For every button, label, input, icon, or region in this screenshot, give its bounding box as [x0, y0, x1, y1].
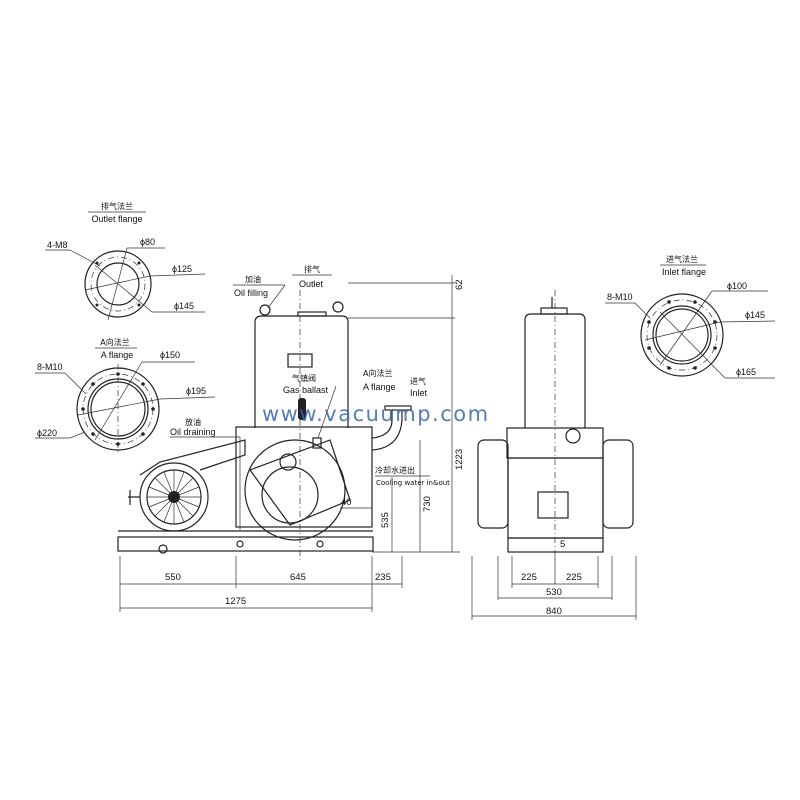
- dim-235: 235: [375, 572, 391, 583]
- dim-645: 645: [290, 572, 306, 583]
- a-flange-title-cn: A向法兰: [100, 337, 129, 347]
- cooling-water-en: Cooling water in&out: [376, 479, 450, 487]
- dim-225-left: 225: [521, 572, 537, 583]
- outlet-flange-bolts: 4-M8: [47, 240, 68, 250]
- watermark: www.vacuump.com: [262, 402, 490, 426]
- outlet-flange-title-cn: 排气法兰: [101, 201, 133, 211]
- gas-ballast-cn: 气镇阀: [292, 373, 316, 383]
- outlet-en: Outlet: [299, 279, 324, 289]
- outlet-flange-d2: ϕ125: [172, 264, 192, 274]
- outlet-flange-view: 排气法兰 Outlet flange 4-M8 ϕ80 ϕ125 ϕ145: [45, 201, 206, 321]
- outlet-flange-title-en: Outlet flange: [91, 214, 142, 224]
- inlet-flange-view: 进气法兰 Inlet flange 8-M10 ϕ100 ϕ145 ϕ165: [605, 254, 776, 379]
- a-flange-d2: ϕ195: [186, 386, 206, 396]
- outlet-flange-d3: ϕ145: [174, 301, 194, 311]
- a-flange-d1: ϕ150: [160, 350, 180, 360]
- dim-530: 530: [546, 587, 562, 598]
- dim-40: 40: [341, 497, 352, 508]
- dim-535: 535: [380, 512, 391, 528]
- cooling-water-cn: 冷却水进出: [375, 465, 415, 475]
- dim-5: 5: [560, 539, 565, 550]
- a-flange-view: A向法兰 A flange 8-M10 ϕ150 ϕ195 ϕ220: [35, 337, 216, 455]
- inlet-flange-title-en: Inlet flange: [662, 267, 706, 277]
- outlet-cn: 排气: [304, 264, 320, 274]
- dim-840: 840: [546, 606, 562, 617]
- oil-draining-en: Oil draining: [170, 427, 216, 437]
- inlet-flange-d2: ϕ145: [745, 310, 765, 320]
- outlet-flange-d1: ϕ80: [140, 237, 155, 247]
- dim-730: 730: [422, 496, 433, 512]
- a-flange-d3: ϕ220: [37, 428, 57, 438]
- oil-draining-cn: 放油: [185, 417, 201, 427]
- dim-62: 62: [454, 279, 465, 290]
- a-flange-callout-en: A flange: [363, 382, 396, 392]
- pump-side-view: 225 225 530 840 5: [471, 290, 637, 620]
- inlet-flange-title-cn: 进气法兰: [666, 254, 698, 264]
- gas-ballast-en: Gas ballast: [283, 385, 329, 395]
- a-flange-bolts: 8-M10: [37, 362, 63, 372]
- inlet-flange-d3: ϕ165: [736, 367, 756, 377]
- dim-550: 550: [165, 572, 181, 583]
- oil-filling-cn: 加油: [245, 274, 261, 284]
- inlet-flange-bolts: 8-M10: [607, 292, 633, 302]
- inlet-cn: 进气: [410, 376, 426, 386]
- inlet-flange-d1: ϕ100: [727, 281, 747, 291]
- oil-filling-en: Oil filling: [234, 288, 268, 298]
- dim-1223: 1223: [454, 449, 465, 470]
- dim-225-right: 225: [566, 572, 582, 583]
- pump-front-view: 62 1223 730 535 40 550 645 235 1275 加油 O…: [117, 264, 465, 612]
- inlet-en: Inlet: [410, 388, 428, 398]
- dim-1275: 1275: [225, 596, 246, 607]
- a-flange-title-en: A flange: [101, 350, 134, 360]
- a-flange-callout-cn: A向法兰: [363, 368, 392, 378]
